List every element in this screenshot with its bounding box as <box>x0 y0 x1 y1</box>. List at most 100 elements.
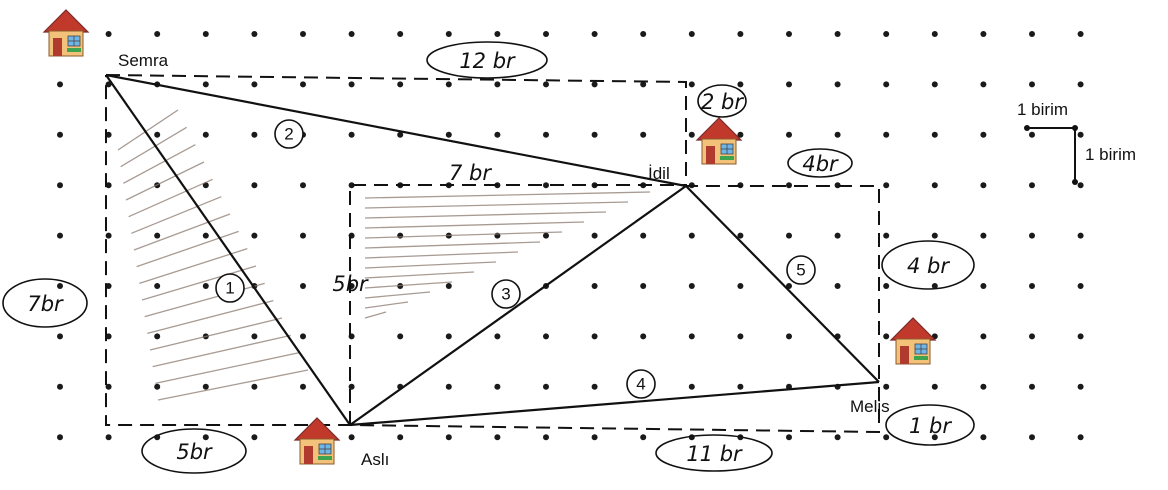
grid-dot <box>834 81 841 88</box>
grid-dot <box>397 333 404 340</box>
grid-dot <box>300 31 306 37</box>
scale-vertical-label: 1 birim <box>1085 145 1136 164</box>
grid-dot <box>980 383 987 390</box>
grid-dot <box>543 31 549 37</box>
grid-dot <box>688 333 695 340</box>
grid-dot <box>931 434 938 441</box>
grid-dot <box>154 283 161 289</box>
path-number-3-text: 3 <box>501 285 510 304</box>
grid-dot <box>251 182 258 189</box>
shade-stroke <box>128 178 213 218</box>
grid-dot <box>494 434 501 441</box>
annotation-idil-right-text: 4br <box>802 152 839 176</box>
grid-dot <box>154 333 161 340</box>
grid-dot <box>251 333 258 340</box>
shade-stroke <box>364 191 651 199</box>
grid-dot <box>688 81 695 88</box>
grid-dot <box>737 232 744 239</box>
grid-dot <box>1077 31 1084 37</box>
grid-dot <box>494 81 501 88</box>
shade-stroke <box>364 241 541 249</box>
grid-dot <box>57 182 63 189</box>
shade-stroke <box>139 248 248 284</box>
house-label-asli: Aslı <box>361 450 389 469</box>
grid-dot <box>1029 333 1035 340</box>
grid-dot <box>397 31 404 37</box>
grid-dot <box>105 232 112 239</box>
grid-dot <box>640 31 647 37</box>
path-line-2 <box>105 73 687 188</box>
grid-dot <box>640 434 647 441</box>
grid-dot <box>786 232 792 239</box>
annotation-melis-down-text: 1 br <box>909 414 952 438</box>
shade-stroke <box>123 144 196 184</box>
grid-dot <box>1029 131 1035 138</box>
grid-dot <box>883 81 890 88</box>
grid-dot <box>640 131 647 138</box>
grid-dot <box>445 81 452 88</box>
grid-dot <box>640 283 647 289</box>
annotation-idil-right: 4br <box>787 148 853 178</box>
grid-dot <box>543 131 549 138</box>
grid-dot <box>1029 31 1035 37</box>
grid-dot <box>786 333 792 340</box>
grid-dot <box>786 283 792 289</box>
grid-dot <box>348 81 355 88</box>
grid-dot <box>445 131 452 138</box>
grid-dot <box>1077 383 1084 390</box>
grid-dot <box>786 31 792 37</box>
grid-dot <box>397 434 404 441</box>
grid-dot <box>300 383 306 390</box>
grid-dot <box>980 31 987 37</box>
annotation-left-side-text: 7br <box>27 292 64 316</box>
path-number-1: 1 <box>215 273 245 303</box>
grid-dot <box>1029 283 1035 289</box>
annotation-right-side: 4 br <box>881 240 975 290</box>
grid-dot <box>737 131 744 138</box>
grid-dot <box>543 333 549 340</box>
annotation-inner-left: 5br <box>332 272 369 296</box>
path-number-4-text: 4 <box>636 375 645 394</box>
grid-dot <box>154 232 161 239</box>
grid-dot <box>543 383 549 390</box>
grid-dot <box>202 283 209 289</box>
grid-dot <box>688 283 695 289</box>
grid-dot <box>57 283 63 289</box>
grid-dot <box>300 333 306 340</box>
shade-stroke <box>364 251 519 259</box>
grid-dot <box>105 283 112 289</box>
grid-dot <box>57 81 63 88</box>
grid-dot <box>688 131 695 138</box>
grid-dot <box>1077 232 1084 239</box>
annotation-idil-up: 2 br <box>697 84 747 118</box>
grid-dot <box>980 434 987 441</box>
grid-dot <box>445 383 452 390</box>
house-melis-icon <box>890 317 936 365</box>
shade-stroke <box>136 230 239 268</box>
grid-dot <box>202 131 209 138</box>
grid-dot <box>931 31 938 37</box>
grid-dot <box>494 383 501 390</box>
grid-dot <box>931 283 938 289</box>
house-idil-icon <box>696 117 742 165</box>
grid-dot <box>1077 182 1084 189</box>
grid-dot <box>202 31 209 37</box>
grid-dot <box>202 434 209 441</box>
grid-dot <box>883 131 890 138</box>
grid-dot <box>591 31 598 37</box>
shade-stroke <box>120 126 187 168</box>
grid-dot <box>105 131 112 138</box>
grid-dot <box>348 31 355 37</box>
grid-dot <box>57 131 63 138</box>
house-label-idil: İdil <box>648 164 670 183</box>
grid-dot <box>300 232 306 239</box>
grid-dot <box>980 232 987 239</box>
shade-stroke <box>364 281 453 289</box>
grid-dot <box>737 81 744 88</box>
shade-stroke <box>155 352 300 384</box>
grid-dot <box>202 232 209 239</box>
outer-dashed-guide <box>105 74 880 434</box>
grid-dot <box>883 333 890 340</box>
path-line-1 <box>105 74 351 426</box>
grid-dot <box>543 182 549 189</box>
